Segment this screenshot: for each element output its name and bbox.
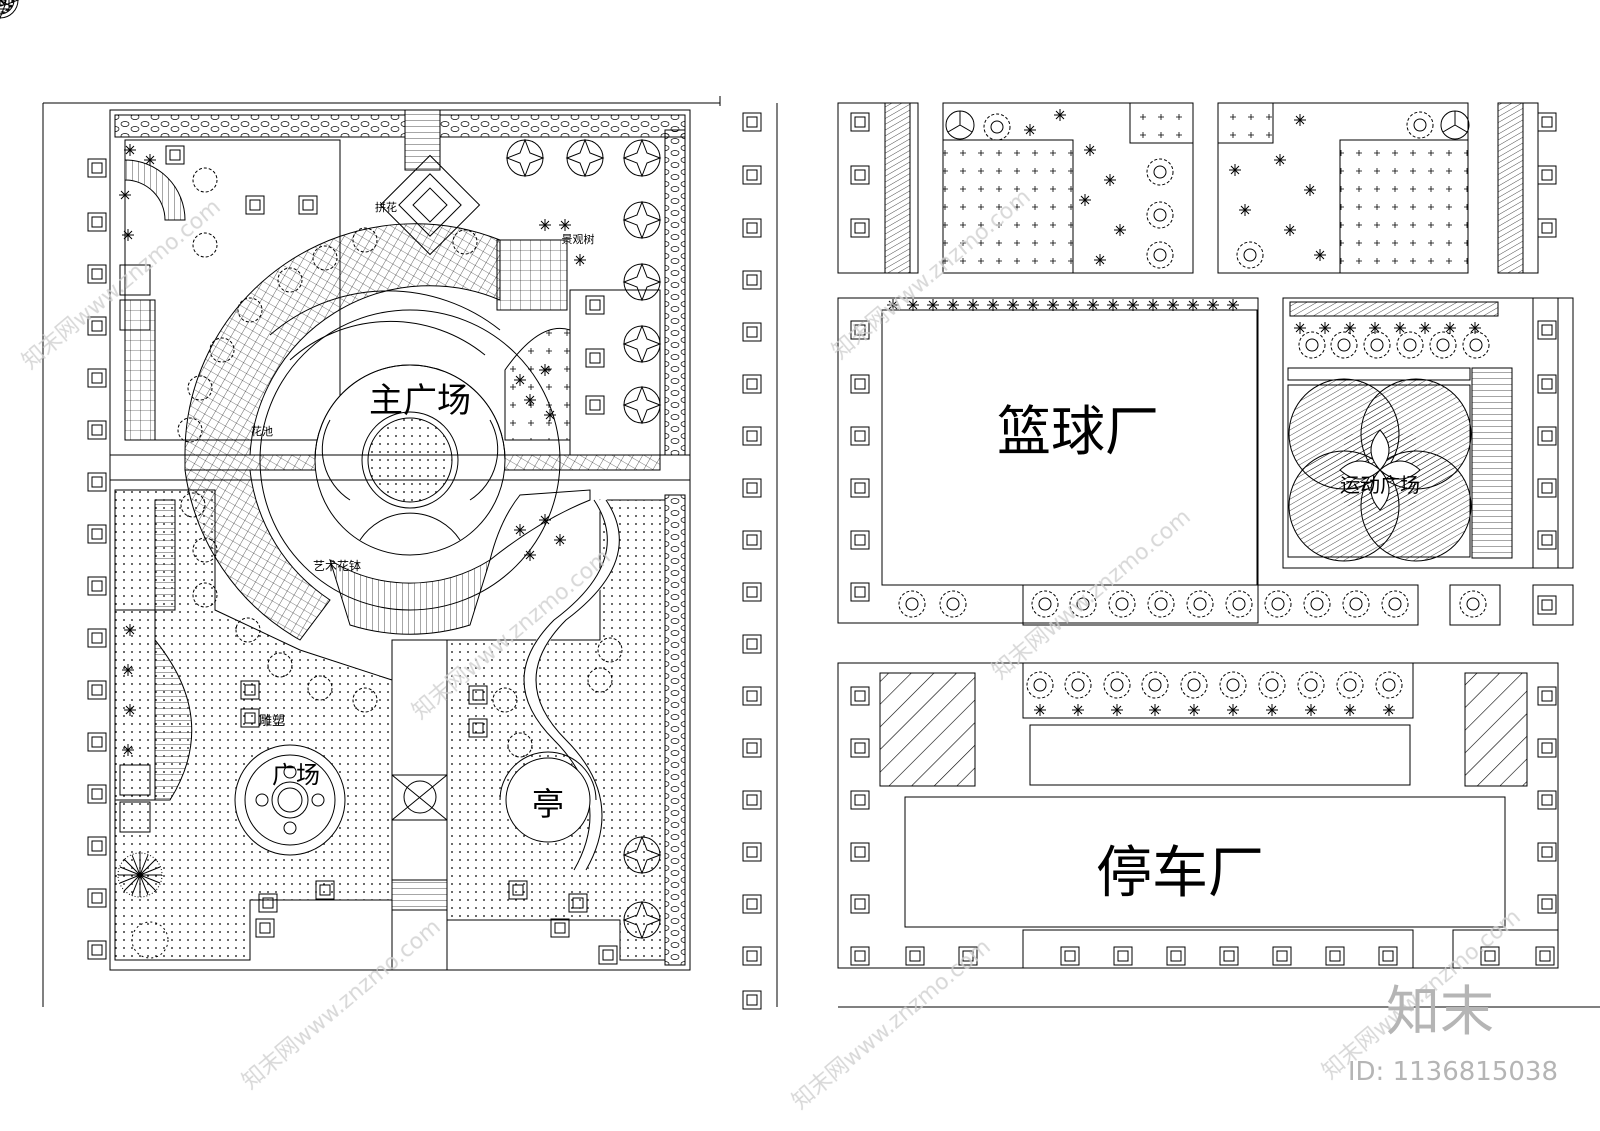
pavilion-label: 亭 xyxy=(532,785,564,823)
brand-logo: 知末 xyxy=(1386,980,1494,1043)
landscape-tree-label: 景观树 xyxy=(562,232,595,246)
sports-plaza-label: 运动广场 xyxy=(1340,473,1420,497)
left-garden-plan xyxy=(42,96,778,1007)
art-planter-label: 艺术花钵 xyxy=(313,558,361,573)
flower-pool-label: 花池 xyxy=(251,425,273,438)
parking-lot-label: 停车厂 xyxy=(1096,841,1264,906)
plaza-label: 广场 xyxy=(272,761,320,789)
watermark-text: 知末网www.znzmo.com xyxy=(18,194,226,374)
basketball-court-label: 篮球厂 xyxy=(997,400,1159,463)
main-plaza-label: 主广场 xyxy=(369,381,471,421)
right-plan-trees xyxy=(0,0,1557,966)
paving-label: 拼花 xyxy=(375,200,397,214)
watermark-text: 知末网www.znzmo.com xyxy=(788,934,996,1114)
right-site-plan xyxy=(837,102,1600,1008)
left-plan-planter-boxes xyxy=(0,0,762,1010)
watermark-text: 知末网www.znzmo.com xyxy=(238,914,446,1094)
left-plan-trees xyxy=(0,0,661,959)
image-id: ID: 1136815038 xyxy=(1348,1057,1558,1087)
sculpture-label: 雕塑 xyxy=(259,714,285,729)
